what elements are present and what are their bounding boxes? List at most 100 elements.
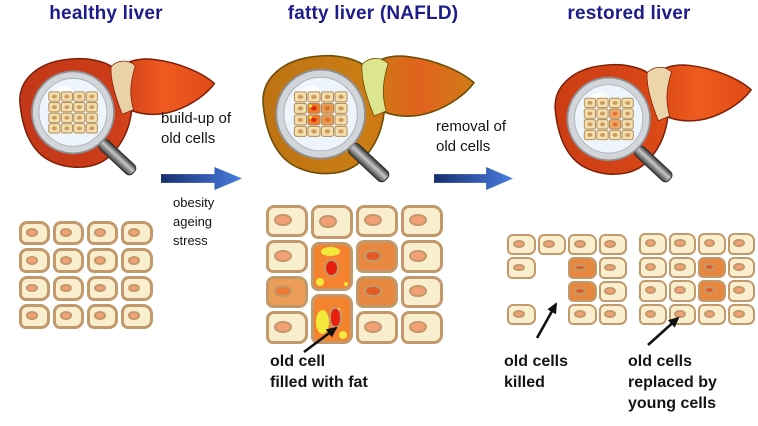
magnifying-glass-icon [566,76,673,183]
cell-nucleus [733,262,745,271]
healthy-liver-illustration [19,57,216,176]
cell-nucleus [25,311,38,321]
replaced-cell-grid [638,232,756,326]
cell-c [668,256,696,278]
fat-cell-label-line2: filled with fat [270,374,368,391]
cell-nucleus [604,263,617,272]
cell-nucleus [573,310,586,318]
replaced-label-line2: replaced by [628,374,717,391]
cell-c [87,220,119,246]
causes-list: obesity ageing stress [173,193,214,250]
cell-nucleus [644,286,657,295]
cell-nucleus [364,285,382,298]
cell-nucleus [364,214,382,227]
cell-nucleus [59,228,72,237]
replaced-cells-pointer-arrow-icon [647,316,680,346]
cell-nucleus [512,240,525,249]
buildup-caption: build-up of old cells [161,109,231,149]
cell-nucleus [674,309,686,318]
cell-c [265,204,308,237]
cause-ageing: ageing [173,214,213,229]
cell-nucleus [674,262,686,271]
cell-nucleus [94,228,107,237]
cell-c [18,220,50,246]
cell-c [265,240,308,273]
cell-nucleus [319,214,337,228]
cell-c [507,234,536,256]
cell-nucleus [59,255,72,265]
cell-nucleus [644,262,657,271]
buildup-caption-line1: build-up of [161,110,232,127]
cell-nucleus [409,214,427,227]
cell-c [639,233,667,255]
falciform-ligament [110,60,136,115]
cell-c [568,234,597,256]
healthy-cell-grid [17,219,154,330]
cell-o [698,280,726,302]
cell-nucleus [604,240,617,249]
cell-c [598,234,627,256]
cell-c [698,303,726,325]
cell-F [310,242,353,292]
cell-nucleus [323,259,339,278]
cell-c [355,311,398,344]
fat-cell-label: old cell filled with fat [270,351,368,393]
cell-nucleus [409,249,427,262]
cell-nucleus [512,263,525,272]
cell-c [598,257,627,279]
cell-nucleus [274,249,292,262]
cell-nucleus [364,249,382,262]
cell-nucleus [94,255,107,265]
cell-nucleus [703,239,716,248]
cell-c [87,276,119,301]
replaced-label-line1: old cells [628,353,693,370]
cell-c [668,233,696,255]
cell-nucleus [543,240,556,249]
cell-o [698,256,726,278]
cell-c [568,303,597,325]
cell-nucleus [329,306,343,328]
cell-nucleus [733,286,745,295]
cell-c [727,233,755,255]
killed-cell-grid [506,233,628,326]
fatty-liver-illustration [262,54,476,183]
cell-nucleus [644,309,657,318]
cell-nucleus [703,262,716,271]
cell-nucleus [644,239,657,248]
cell-nucleus [674,286,686,295]
cell-nucleus [128,311,141,321]
cell-nucleus [128,283,141,293]
cell-c [121,220,153,246]
falciform-ligament [361,58,389,117]
cell-o [568,257,597,279]
cell-nucleus [573,286,586,295]
cell-c [121,248,153,273]
cell-c [400,204,443,237]
cell-nucleus [604,310,617,318]
cell-nucleus [703,309,716,318]
cell-c [52,303,84,329]
cell-c [727,256,755,278]
cell-c [52,220,84,246]
cell-nucleus [94,311,107,321]
cell-c [400,275,443,308]
replaced-cells-label: old cells replaced by young cells [628,351,717,414]
cell-c [121,303,153,329]
killed-cells-pointer-arrow-icon [535,302,558,339]
cell-nucleus [604,286,617,295]
title-restored-liver: restored liver [567,3,691,24]
cell-c [698,233,726,255]
cell-c [121,276,153,301]
cell-nucleus [274,214,292,227]
cell-c [87,303,119,329]
cell-nucleus [94,283,107,293]
cell-c [87,248,119,273]
cell-nucleus [25,255,38,265]
cell-nucleus [409,320,427,333]
cell-c [52,276,84,301]
cell-c [400,240,443,273]
cell-c [52,248,84,273]
cell-o [355,240,398,273]
cell-nucleus [59,283,72,293]
cell-c [537,234,566,256]
